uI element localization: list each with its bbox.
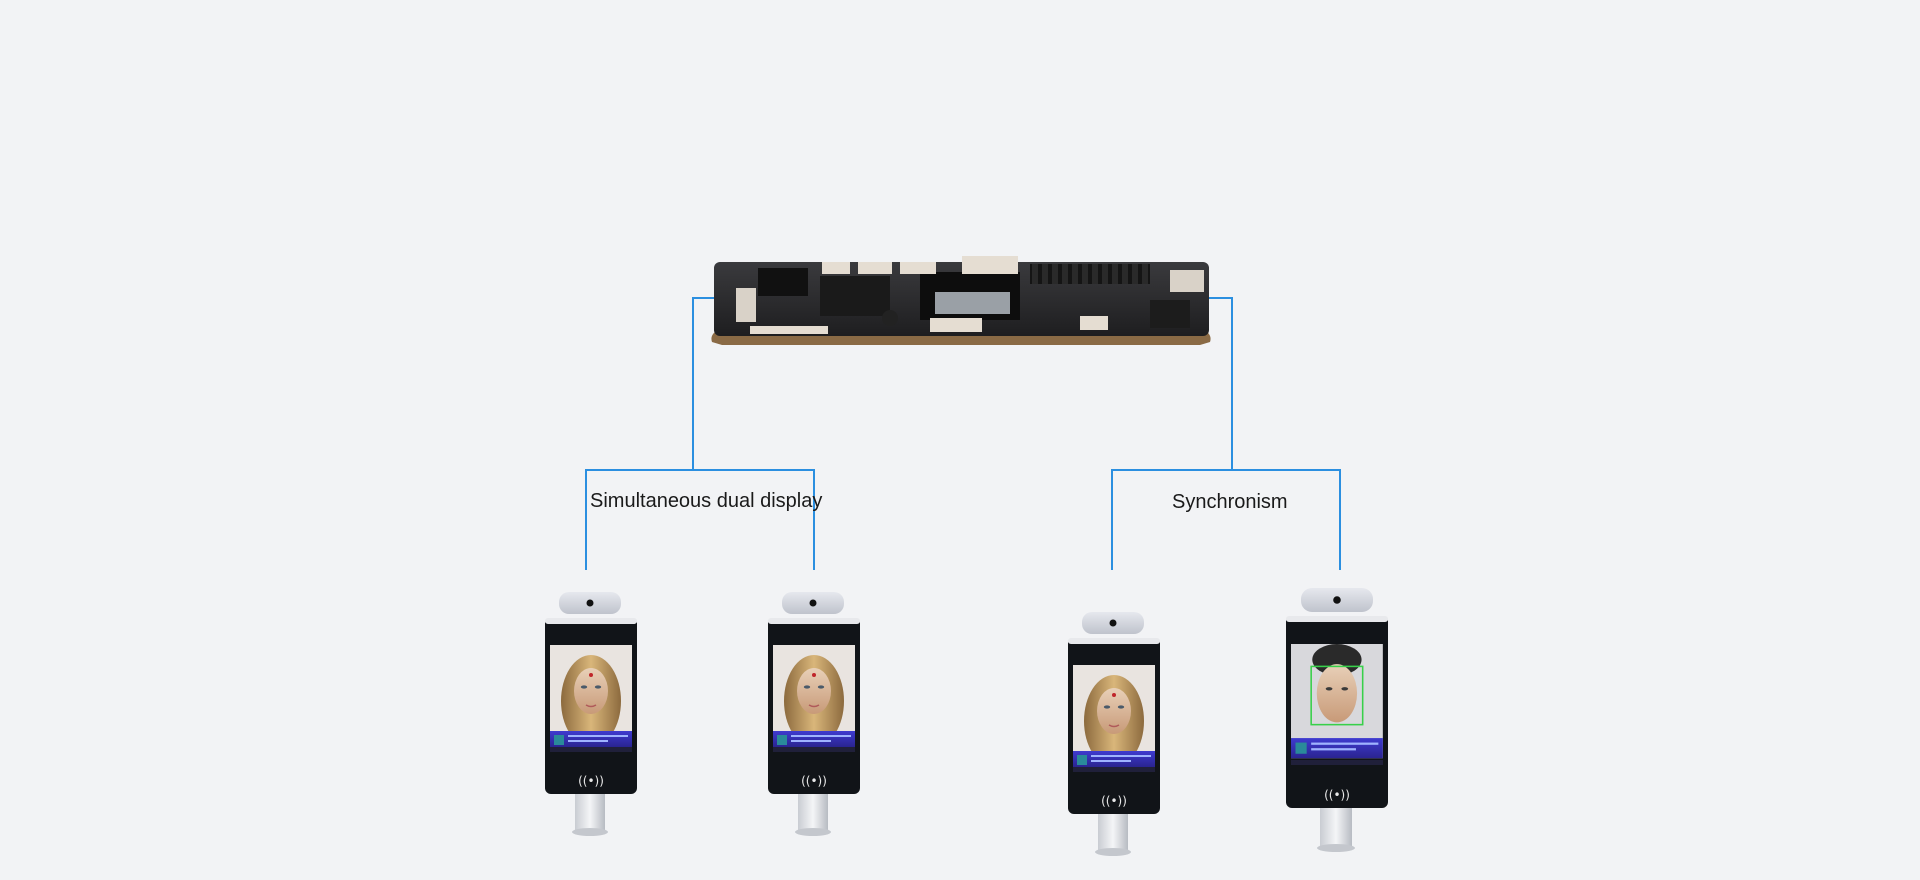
- nfc-icon: ((•)): [1324, 788, 1350, 802]
- connector-left-branch: [585, 469, 815, 570]
- device-screen: [1290, 643, 1384, 760]
- device-pole: [1098, 812, 1128, 852]
- device-terminal-4: ((•)): [1286, 588, 1388, 852]
- circuit-board: [711, 256, 1211, 345]
- nfc-icon: ((•)): [578, 774, 604, 788]
- device-pole: [798, 792, 828, 832]
- label-simultaneous-dual-display: Simultaneous dual display: [590, 490, 823, 512]
- device-pole: [1320, 806, 1352, 848]
- label-synchronism: Synchronism: [1172, 491, 1288, 513]
- device-screen: [1072, 664, 1156, 768]
- device-screen: [549, 644, 633, 748]
- device-terminal-1: ((•)): [545, 592, 637, 836]
- connector-right-branch: [1111, 469, 1341, 570]
- nfc-icon: ((•)): [801, 774, 827, 788]
- nfc-icon: ((•)): [1101, 794, 1127, 808]
- device-terminal-3: ((•)): [1068, 612, 1160, 856]
- device-terminal-2: ((•)): [768, 592, 860, 836]
- device-screen: [772, 644, 856, 748]
- device-pole: [575, 792, 605, 832]
